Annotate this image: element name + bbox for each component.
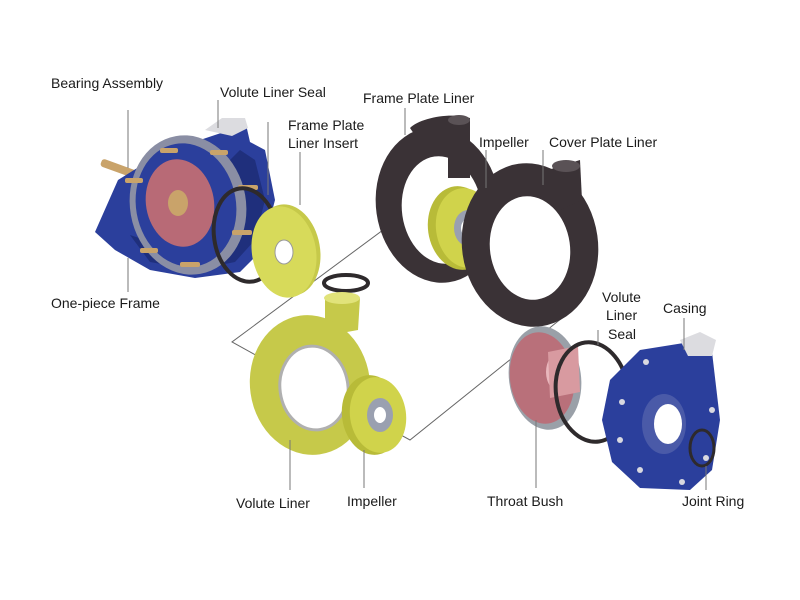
label-one-piece-frame: One-piece Frame (51, 295, 160, 311)
label-joint-ring: Joint Ring (682, 493, 744, 509)
label-frame-plate-liner-insert-line2: Liner Insert (288, 135, 358, 151)
leader-lines (127, 100, 707, 490)
cover-plate-liner-part (461, 160, 599, 327)
label-impeller-bottom: Impeller (347, 493, 397, 509)
label-cover-plate-liner: Cover Plate Liner (549, 134, 658, 150)
volute-liner-part (249, 292, 371, 455)
one-piece-frame-part (95, 118, 275, 278)
frame-plate-liner-insert-part (251, 204, 321, 298)
label-impeller-top: Impeller (479, 134, 529, 150)
label-throat-bush: Throat Bush (487, 493, 563, 509)
label-volute-liner-seal-top: Volute Liner Seal (220, 84, 326, 100)
label-casing: Casing (663, 300, 707, 316)
label-bearing-assembly: Bearing Assembly (51, 75, 163, 91)
label-volute-liner: Volute Liner (236, 495, 310, 511)
joint-ring-center (322, 273, 370, 293)
throat-bush-part (508, 326, 582, 430)
label-frame-plate-liner-insert-line1: Frame Plate (288, 117, 364, 133)
label-frame-plate-liner: Frame Plate Liner (363, 90, 475, 106)
labels: Bearing Assembly Volute Liner Seal Frame… (51, 75, 744, 511)
joint-ring-part (688, 428, 716, 468)
impeller-bottom-part (341, 375, 407, 455)
label-volute-liner-seal-right-line1: Volute (602, 289, 641, 305)
label-volute-liner-seal-right-line3: Seal (608, 326, 636, 342)
label-volute-liner-seal-right-line2: Liner (606, 307, 637, 323)
